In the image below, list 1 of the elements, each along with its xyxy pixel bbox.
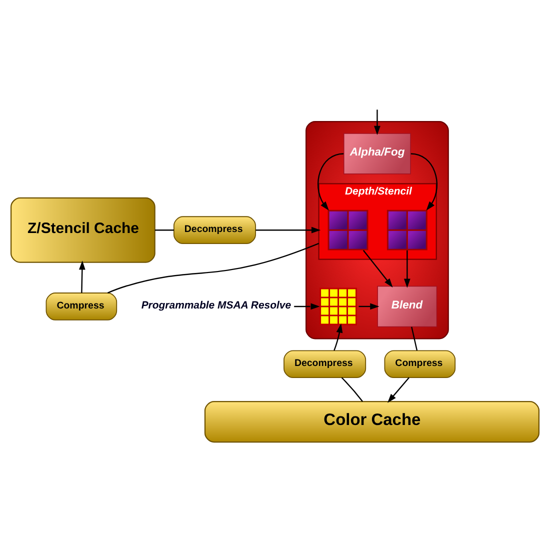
node-text: Programmable MSAA Resolve xyxy=(141,300,292,311)
